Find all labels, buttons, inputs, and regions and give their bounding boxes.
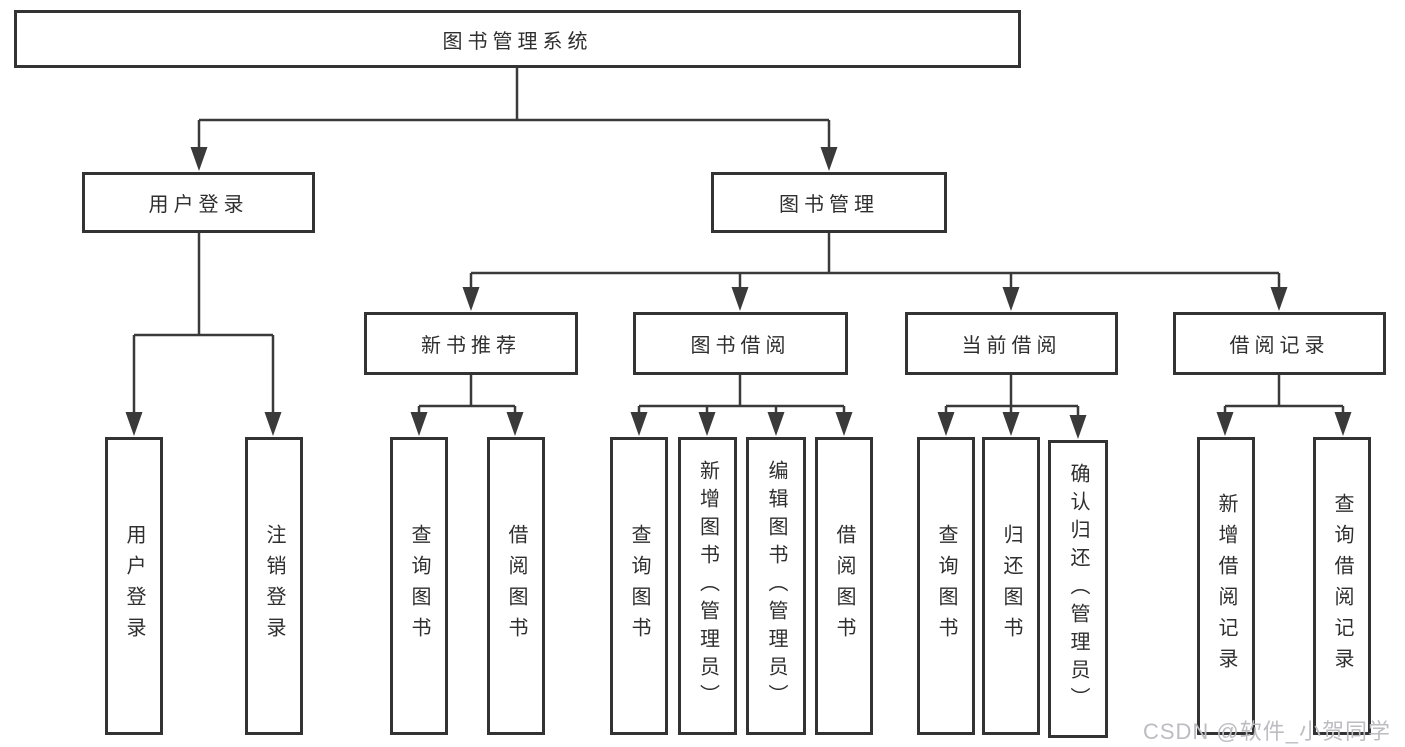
leaf-logout-label: 注销登录 [263,524,285,648]
leaf-logout: 注销登录 [245,437,303,735]
leaf-newbook-borrow-label: 借阅图书 [505,524,527,648]
leaf-records-query-label: 查询借阅记录 [1331,493,1353,679]
node-book-borrow: 图书借阅 [633,312,848,375]
leaf-borrow-query: 查询图书 [610,437,668,735]
node-new-book-recommend: 新书推荐 [364,312,578,375]
leaf-borrow-add-admin: 新增图书（管理员） [678,437,737,735]
leaf-records-add-label: 新增借阅记录 [1215,493,1237,679]
leaf-current-query-label: 查询图书 [935,524,957,648]
leaf-user-login: 用户登录 [105,437,163,735]
leaf-borrow-edit-admin: 编辑图书（管理员） [746,437,806,735]
node-root: 图书管理系统 [14,10,1021,68]
node-user-login: 用户登录 [82,172,315,233]
leaf-current-query: 查询图书 [917,437,975,735]
node-book-management-label: 图书管理 [779,194,879,216]
leaf-current-confirm-return-admin-label: 确认归还（管理员） [1067,463,1089,715]
leaf-newbook-query: 查询图书 [390,437,448,735]
leaf-current-return-label: 归还图书 [1000,524,1022,648]
leaf-user-login-label: 用户登录 [123,524,145,648]
leaf-borrow-book: 借阅图书 [815,437,873,735]
node-current-borrow: 当前借阅 [905,312,1118,375]
node-borrow-records: 借阅记录 [1173,312,1386,375]
leaf-borrow-query-label: 查询图书 [628,524,650,648]
node-user-login-label: 用户登录 [148,194,249,216]
leaf-borrow-book-label: 借阅图书 [833,524,855,648]
leaf-records-query: 查询借阅记录 [1313,437,1371,735]
leaf-current-return: 归还图书 [982,437,1040,735]
node-root-label: 图书管理系统 [442,30,593,53]
node-book-borrow-label: 图书借阅 [690,335,791,357]
node-borrow-records-label: 借阅记录 [1229,335,1330,357]
leaf-newbook-query-label: 查询图书 [408,524,430,648]
leaf-borrow-edit-admin-label: 编辑图书（管理员） [765,460,787,712]
leaf-newbook-borrow: 借阅图书 [487,437,545,735]
csdn-watermark: CSDN @软件_小贺同学 [1142,719,1391,744]
leaf-borrow-add-admin-label: 新增图书（管理员） [696,460,719,712]
connector-lines [132,68,1345,433]
node-current-borrow-label: 当前借阅 [961,335,1062,357]
leaf-current-confirm-return-admin: 确认归还（管理员） [1048,440,1108,738]
leaf-records-add: 新增借阅记录 [1197,437,1255,735]
arrowhead-icons [125,147,1352,439]
node-book-management: 图书管理 [711,172,947,233]
node-new-book-recommend-label: 新书推荐 [421,335,521,357]
